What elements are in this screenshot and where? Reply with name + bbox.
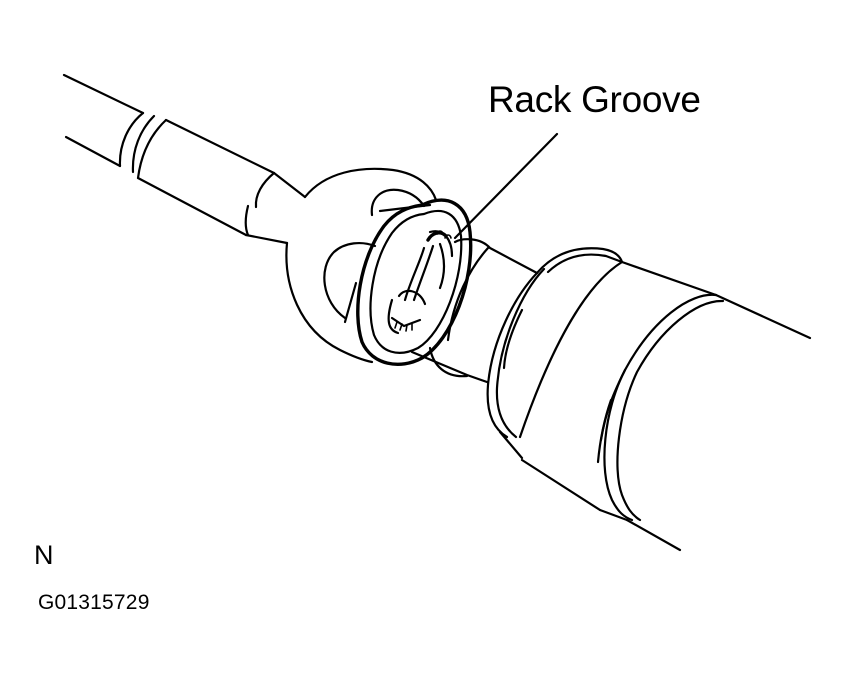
figure-id-label: G01315729 — [38, 591, 150, 614]
rack-end — [410, 238, 539, 384]
view-letter-label: N — [34, 540, 54, 570]
tie-rod-shaft — [62, 73, 307, 245]
tie-rod-end-ball — [285, 167, 438, 364]
leader-line — [453, 132, 559, 240]
claw-washer — [356, 198, 473, 366]
rack-housing-collar — [486, 247, 624, 460]
rack-housing — [520, 260, 812, 552]
rack-groove-leader — [453, 132, 559, 240]
rack-groove-label: Rack Groove — [488, 79, 701, 120]
